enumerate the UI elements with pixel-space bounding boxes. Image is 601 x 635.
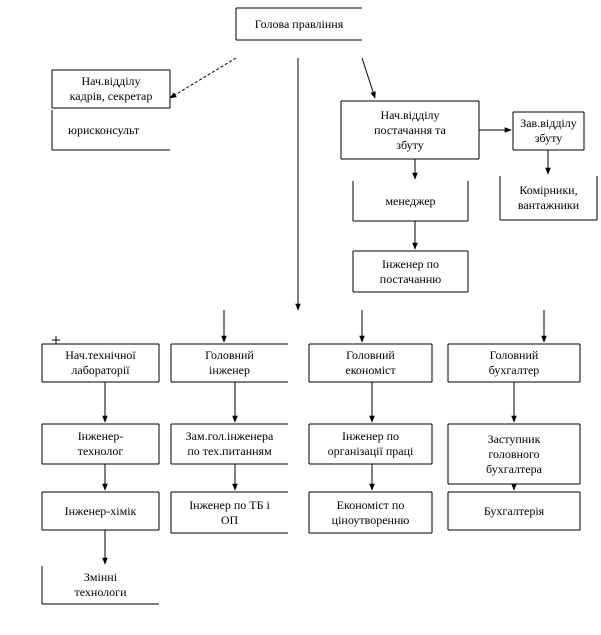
node-text-line: Нач.відділу: [380, 107, 440, 122]
node-text-line: Інженер по: [341, 429, 400, 443]
node-text-line: технологи: [74, 585, 127, 599]
node-label-accounting: Бухгалтерія: [450, 492, 578, 530]
node-label-chemist: Інженер-хімік: [44, 492, 157, 530]
node-text-line: Інженер-: [77, 429, 124, 443]
node-text-line: збуту: [396, 137, 424, 152]
node-manager: [352, 181, 469, 222]
node-text-line: Зав.відділу: [520, 116, 577, 130]
node-tech-engineer: [41, 423, 160, 465]
node-text-line: економіст: [345, 363, 396, 377]
node-label-lawyer: юрисконсульт: [54, 110, 182, 150]
node-pricing-economist: [308, 491, 433, 534]
node-label-storekeepers: Комірники,вантажники: [502, 176, 595, 220]
node-text-line: інженер: [209, 363, 250, 377]
node-chief-accountant: [447, 343, 581, 383]
node-deputy-chief-engineer: [170, 423, 288, 465]
node-text-line: Інженер по ТБ і: [189, 497, 270, 512]
node-text-line: Економіст по: [336, 497, 405, 512]
connector-0: [169, 57, 237, 99]
node-lab-head: [41, 343, 160, 383]
node-sales-head: [512, 111, 585, 151]
connector-1: [361, 57, 376, 99]
node-label-head: Голова правління: [238, 8, 360, 40]
node-text-line: головного: [488, 446, 540, 461]
node-storekeepers: [499, 176, 598, 221]
node-text-line: постачанню: [379, 271, 442, 286]
node-text-line: бухгалтера: [486, 461, 542, 476]
node-text-line: менеджер: [385, 193, 436, 208]
node-text-line: ціноутворенню: [331, 512, 410, 527]
connectors: [52, 57, 551, 565]
node-text-line: збуту: [534, 131, 563, 145]
node-chief-economist: [308, 343, 433, 383]
node-text-line: Голова правління: [254, 16, 344, 31]
node-text-line: організації праці: [327, 444, 414, 458]
node-head: [235, 7, 362, 41]
node-text-line: постачання та: [374, 122, 446, 137]
node-lawyer: [51, 110, 170, 151]
node-text-line: Нач.технічної: [65, 348, 136, 362]
node-label-tech-engineer: Інженер-технолог: [44, 424, 157, 464]
node-supply-engineer: [352, 250, 469, 293]
boxes: [41, 7, 598, 605]
node-shift-technologists: [41, 566, 159, 605]
node-deputy-accountant: [447, 423, 581, 485]
node-text-line: кадрів, секретар: [69, 89, 153, 103]
node-safety-engineer: [170, 491, 288, 534]
node-text-line: Інженер-хімік: [64, 503, 137, 518]
node-text-line: Головний: [489, 348, 539, 362]
node-text-line: технолог: [77, 444, 124, 458]
node-text-line: Бухгалтерія: [483, 503, 545, 518]
node-text-line: Головний: [205, 348, 254, 362]
node-text-line: бухгалтер: [488, 363, 540, 377]
node-supply-head: [340, 100, 480, 160]
node-chief-engineer: [170, 343, 288, 383]
node-text-line: Комірники,: [519, 183, 578, 197]
node-chemist: [41, 491, 160, 531]
node-text-line: лабораторії: [71, 363, 130, 377]
node-hr: [51, 69, 171, 109]
node-text-line: по тех.питанням: [187, 444, 272, 458]
node-text-line: ОП: [220, 512, 239, 527]
node-text-line: Головний: [346, 348, 395, 362]
node-label-manager: менеджер: [355, 181, 466, 221]
node-accounting: [447, 491, 581, 531]
node-text-line: Змінні: [83, 570, 118, 584]
node-text-line: Заступник: [487, 431, 541, 446]
node-text-line: юрисконсульт: [68, 122, 140, 137]
node-text-line: Нач.відділу: [81, 74, 141, 88]
node-labor-engineer: [308, 423, 433, 465]
node-text-line: вантажники: [517, 198, 580, 212]
node-text-line: Інженер по: [381, 256, 440, 271]
node-text-line: Зам.гол.інженера: [185, 429, 274, 443]
